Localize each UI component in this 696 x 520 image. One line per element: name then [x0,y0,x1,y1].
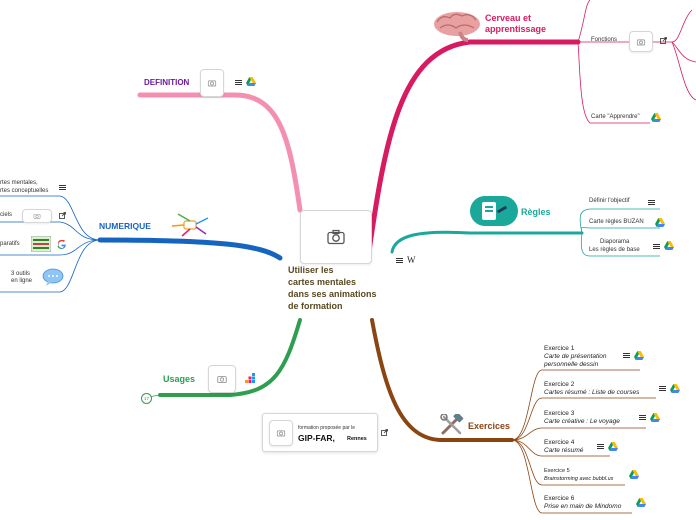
exercice-6-title: Exercice 6 [544,495,575,502]
wikipedia-icon[interactable]: W [407,255,416,265]
camera-icon [327,229,345,245]
central-topic-line-3: dans ses animations [288,289,377,299]
exercice-5[interactable]: Exercice 5 Brainstorming avec bubbl.us [544,468,613,483]
google-drive-icon[interactable] [670,384,680,393]
footer-note-org: GIP-FAR, [298,433,335,443]
google-drive-icon[interactable] [650,413,660,422]
camera-icon [636,39,646,45]
exercice-3-subtitle: Carte créative : Le voyage [544,418,620,425]
exercice-4[interactable]: Exercice 4 Carte résumé [544,439,583,455]
menu-icon[interactable] [623,352,630,359]
branch-regles-label[interactable]: Règles [521,207,551,217]
camera-icon [33,213,41,219]
menu-icon[interactable] [59,184,66,191]
usages-image-placeholder[interactable] [208,365,236,393]
exercice-2-title: Exercice 2 [544,381,575,388]
google-drive-icon[interactable] [664,241,674,250]
google-drive-icon[interactable] [629,470,639,479]
central-topic-line-1: Utiliser les [288,265,334,275]
external-link-icon[interactable] [660,37,667,44]
regles-item-regles-de-base[interactable]: Les règles de base [589,247,640,253]
central-topic-line-4: de formation [288,301,343,311]
brain-icon [434,12,480,42]
exercice-2-subtitle: Cartes résumé : Liste de courses [544,389,640,396]
regles-item-definir-objectif[interactable]: Définir l'objectif [589,198,630,204]
exercice-3-title: Exercice 3 [544,410,575,417]
regles-item-diaporama[interactable]: Diaporama [600,239,630,245]
google-drive-icon[interactable] [655,218,665,227]
exercice-5-title: Exercice 5 [544,468,570,474]
collapsed-children-badge[interactable]: 17 [141,393,152,404]
exercice-6-subtitle: Prise en main de Mindomo [544,503,622,510]
google-drive-icon[interactable] [651,113,661,122]
exercice-1-title: Exercice 1 [544,345,575,352]
branch-usages-label[interactable]: Usages [163,374,196,384]
numerique-item-cartes-conceptuelles[interactable]: rtes conceptuelles [0,188,49,194]
central-topic-line-2: cartes mentales [288,277,357,287]
menu-icon[interactable] [653,243,660,250]
exercice-6[interactable]: Exercice 6 Prise en main de Mindomo [544,495,621,511]
menu-icon[interactable] [597,443,604,450]
exercice-4-title: Exercice 4 [544,439,575,446]
google-drive-icon[interactable] [636,498,646,507]
branch-cerveau-label[interactable]: Cerveau et apprentissage [485,13,546,35]
mindmap-illustration-icon [171,213,209,237]
logiciels-image-placeholder[interactable] [22,209,52,223]
footer-note-city: Rennes [347,436,367,442]
exercice-1-subtitle-2: personnelle dessin [544,361,599,368]
definition-image-placeholder[interactable] [200,69,224,97]
cerveau-item-fonctions[interactable]: Fonctions [591,37,618,43]
central-image-placeholder[interactable] [300,210,372,264]
menu-icon[interactable] [235,79,242,86]
fonctions-image-placeholder[interactable] [629,31,653,52]
menu-icon[interactable] [648,199,655,206]
branch-numerique-label[interactable]: NUMERIQUE [99,221,151,231]
branch-cerveau-line-1: Cerveau et [485,13,532,23]
exercice-2[interactable]: Exercice 2 Cartes résumé : Liste de cour… [544,381,639,397]
exercice-1[interactable]: Exercice 1 Carte de présentation personn… [544,345,607,369]
regles-image [470,196,518,226]
footer-image-placeholder[interactable] [269,420,293,446]
external-link-icon[interactable] [381,429,388,436]
google-drive-icon[interactable] [246,77,256,86]
numerique-item-cartes-mentales[interactable]: rtes mentales, [0,180,38,186]
footer-note-card[interactable]: formation proposée par le GIP-FAR, Renne… [262,413,378,452]
tools-icon [440,414,464,435]
central-menu-icon[interactable] [396,257,403,264]
comparison-chart-icon [31,236,51,252]
chat-bubble-icon [42,268,64,286]
branch-exercices-label[interactable]: Exercices [468,421,511,431]
exercice-5-subtitle: Brainstorming avec bubbl.us [544,475,614,482]
footer-note-line1: formation proposée par le [298,425,355,431]
camera-icon [276,430,286,437]
central-topic[interactable]: Utiliser les cartes mentales dans ses an… [288,264,377,312]
branch-cerveau-line-2: apprentissage [485,24,547,34]
camera-icon [217,376,227,383]
exercice-1-subtitle: Carte de présentation [544,353,607,360]
google-icon[interactable] [57,240,66,249]
blocks-app-icon[interactable] [245,373,256,383]
google-drive-icon[interactable] [634,351,644,360]
regles-item-carte-buzan[interactable]: Carte règles BUZAN [589,219,644,225]
branch-definition-label[interactable]: DEFINITION [144,78,190,87]
exercice-3[interactable]: Exercice 3 Carte créative : Le voyage [544,410,620,426]
numerique-item-en-ligne[interactable]: en ligne [11,278,33,284]
menu-icon[interactable] [639,414,646,421]
menu-icon[interactable] [659,385,666,392]
numerique-item-comparatifs[interactable]: paratifs [0,241,20,247]
google-drive-icon[interactable] [608,442,618,451]
exercice-4-subtitle: Carte résumé [544,447,584,454]
camera-icon [207,80,217,87]
external-link-icon[interactable] [59,212,66,219]
numerique-item-logiciels[interactable]: ciels [0,212,13,218]
numerique-item-3-outils[interactable]: 3 outils [11,271,31,277]
cerveau-item-carte-apprendre[interactable]: Carte "Apprendre" [591,114,640,120]
